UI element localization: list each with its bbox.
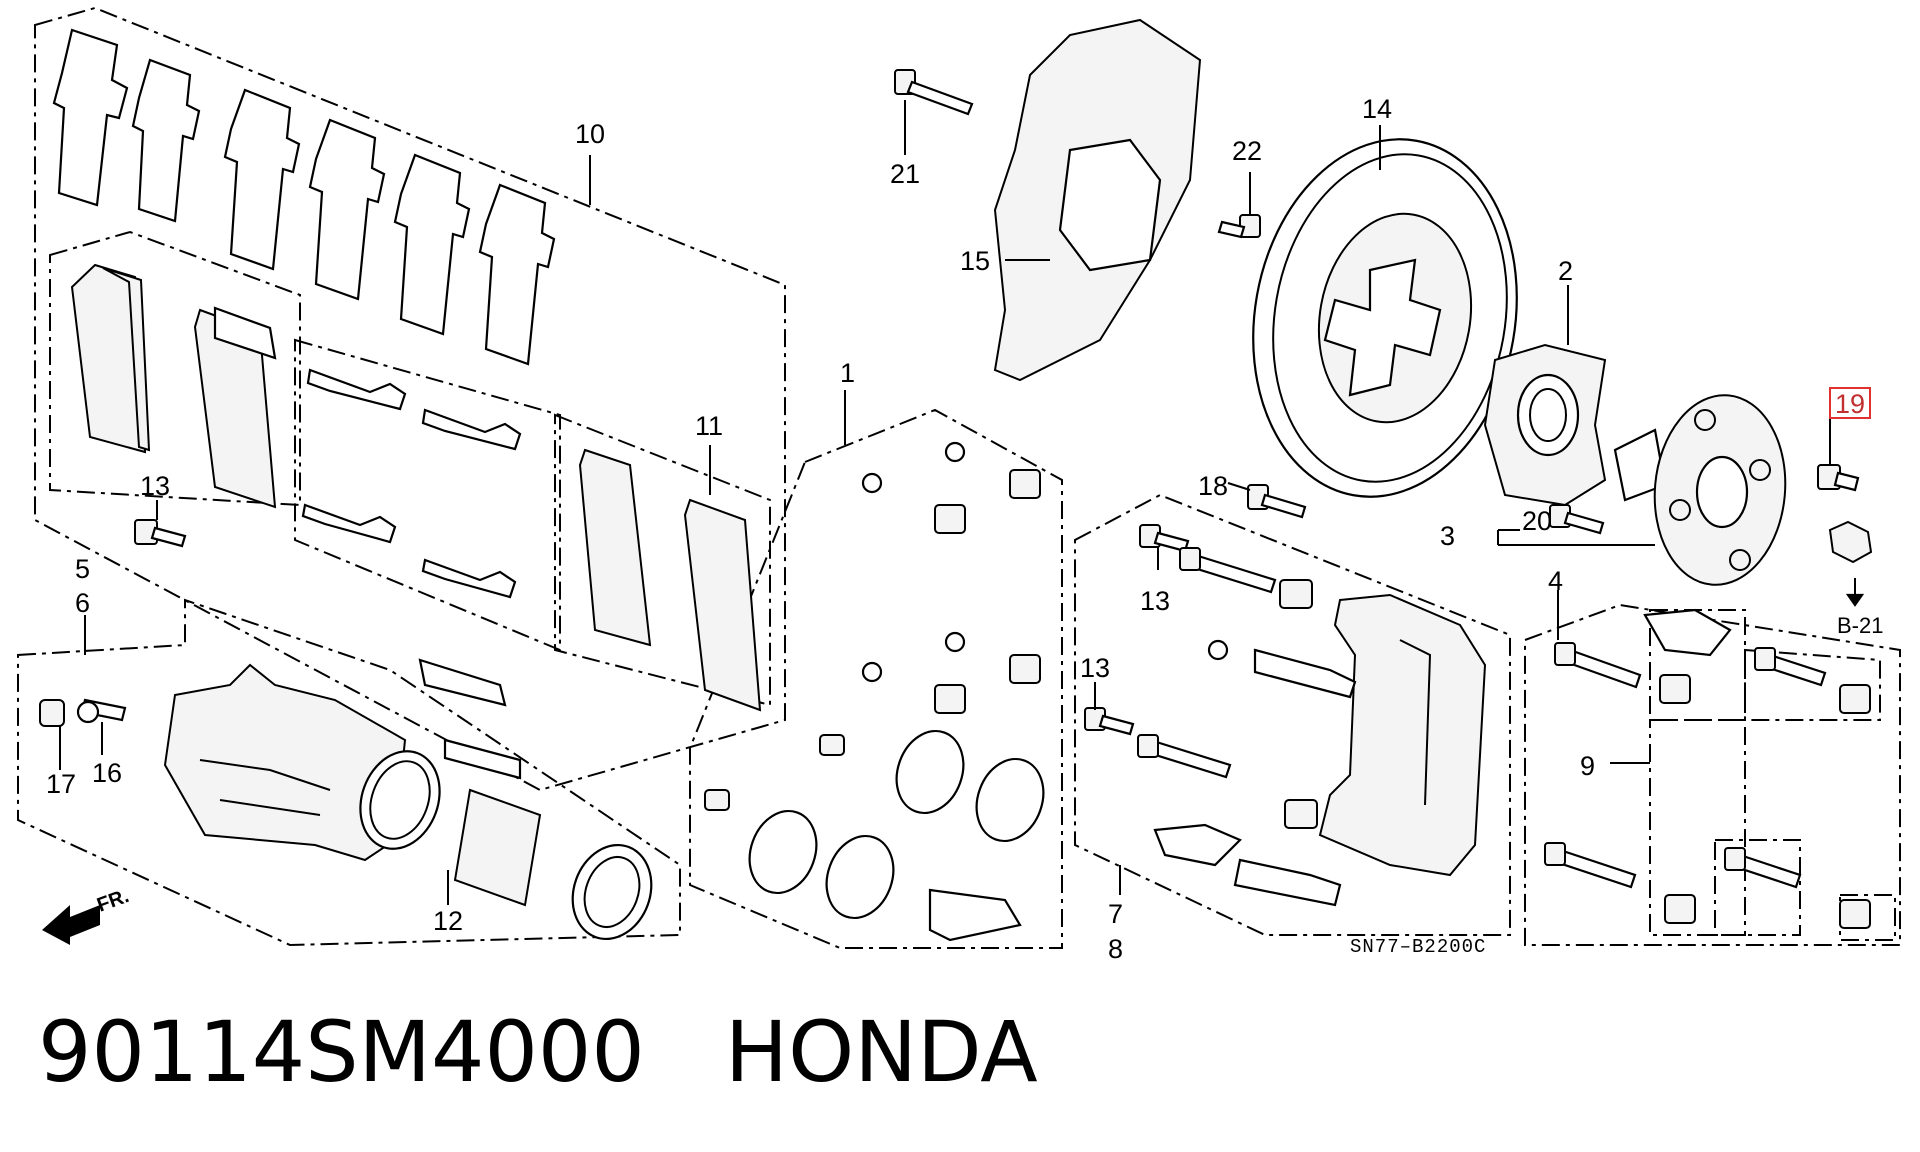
pad-shims-set xyxy=(52,28,556,366)
brand-name: HONDA xyxy=(724,1003,1038,1101)
callout-10[interactable]: 10 xyxy=(575,119,605,149)
group-boundary-shims xyxy=(294,338,561,652)
callout-13-middle-top[interactable]: 13 xyxy=(1140,586,1170,616)
callout-13-middle-low[interactable]: 13 xyxy=(1080,653,1110,683)
fasteners xyxy=(39,69,1873,889)
wheel-hub xyxy=(1613,394,1787,586)
group-boundary-9-bottom-right xyxy=(1714,839,1801,936)
hub-bearing xyxy=(1483,343,1607,507)
group-boundary-5-6 xyxy=(17,598,681,947)
callout-4[interactable]: 4 xyxy=(1548,566,1563,596)
pin-boots xyxy=(1153,579,1871,929)
callout-15[interactable]: 15 xyxy=(960,246,990,276)
callout-3[interactable]: 3 xyxy=(1440,521,1455,551)
callout-17[interactable]: 17 xyxy=(46,769,76,799)
callout-21[interactable]: 21 xyxy=(890,159,920,189)
brake-pads-set xyxy=(70,263,762,712)
diagram-code: SN77–B2200C xyxy=(1350,936,1486,958)
callout-8[interactable]: 8 xyxy=(1108,934,1123,964)
callout-12[interactable]: 12 xyxy=(433,906,463,936)
callout-9[interactable]: 9 xyxy=(1580,751,1595,781)
callout-19-highlight xyxy=(1829,387,1871,419)
part-caption: 90114SM4000 HONDA xyxy=(38,1010,1038,1094)
callout-2[interactable]: 2 xyxy=(1558,256,1573,286)
caliper-body xyxy=(163,663,407,862)
group-boundary-7-8 xyxy=(1074,493,1511,936)
callout-13-left[interactable]: 13 xyxy=(140,471,170,501)
callout-11[interactable]: 11 xyxy=(695,411,723,441)
reference-label: B-21 xyxy=(1837,613,1883,638)
callout-1[interactable]: 1 xyxy=(840,358,855,388)
callout-5[interactable]: 5 xyxy=(75,554,90,584)
callout-20[interactable]: 20 xyxy=(1522,506,1552,536)
callout-22[interactable]: 22 xyxy=(1232,136,1262,166)
group-boundary-9-right xyxy=(1744,648,1881,721)
callout-16[interactable]: 16 xyxy=(92,758,122,788)
callout-18[interactable]: 18 xyxy=(1198,471,1228,501)
caliper-bracket xyxy=(1318,593,1487,877)
group-boundary-4 xyxy=(1524,603,1901,946)
callout-7[interactable]: 7 xyxy=(1108,899,1123,929)
leader-lines xyxy=(59,100,1865,905)
piston-and-seals xyxy=(359,750,653,941)
group-boundary-pads xyxy=(49,230,301,507)
part-number: 90114SM4000 xyxy=(38,1003,645,1101)
group-boundary-10 xyxy=(34,6,786,792)
callout-6[interactable]: 6 xyxy=(75,588,90,618)
group-boundary-9-lower xyxy=(1649,719,1746,936)
callout-numbers: 1 2 3 4 5 6 7 8 9 10 11 12 13 13 13 14 1… xyxy=(46,94,1871,964)
callout-19[interactable]: 19 xyxy=(1835,389,1865,419)
backing-plate xyxy=(993,18,1202,382)
caliper-kit-parts xyxy=(704,441,1045,942)
brake-disc xyxy=(1252,138,1518,498)
group-boundary-1 xyxy=(689,408,1063,949)
callout-14[interactable]: 14 xyxy=(1362,94,1392,124)
front-direction-arrow: FR. xyxy=(42,885,132,945)
pad-clips-set xyxy=(301,368,522,780)
direction-label: FR. xyxy=(94,885,132,917)
